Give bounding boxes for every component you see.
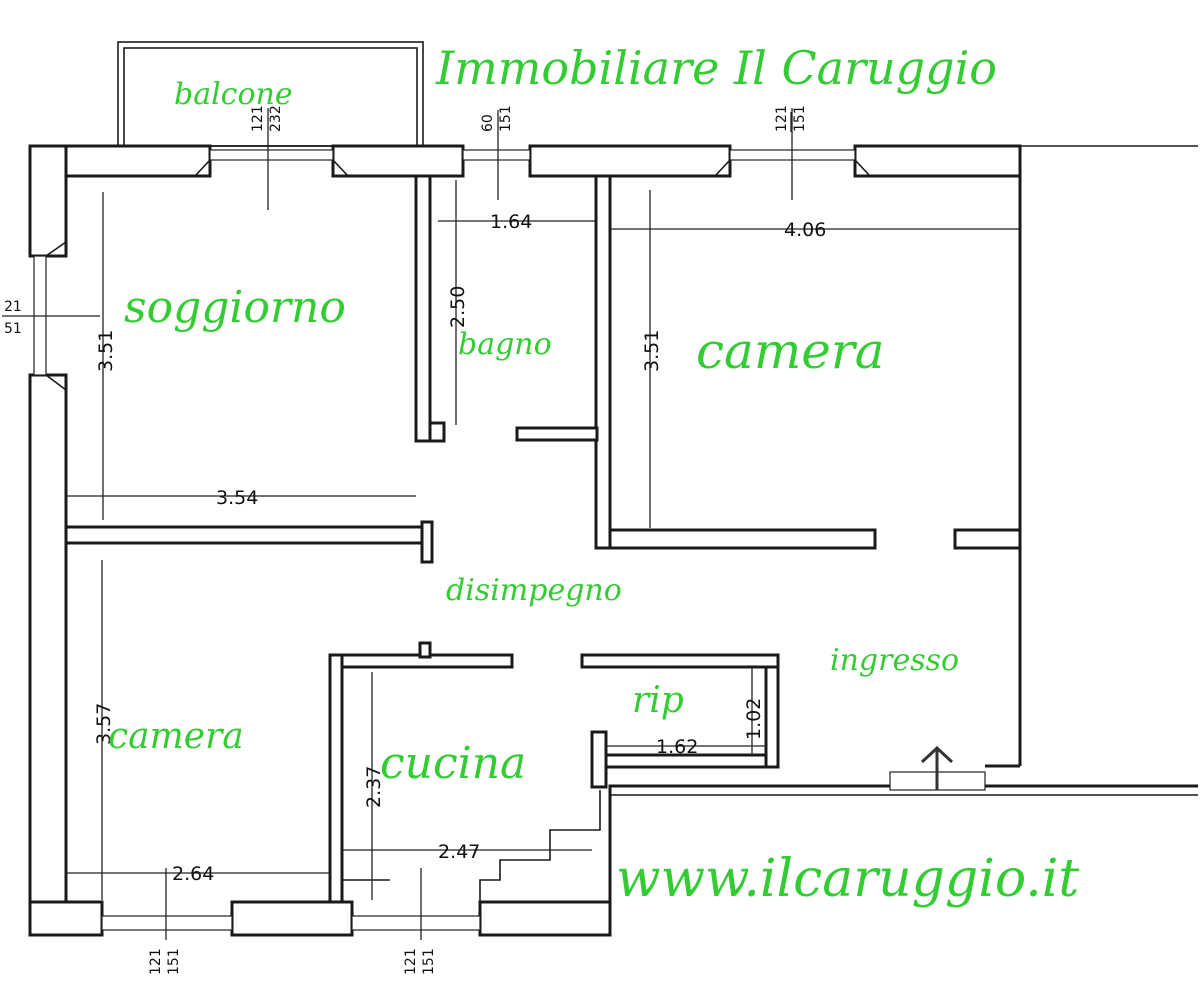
win-bagno-w: 60 xyxy=(480,114,496,132)
room-labels: Immobiliare Il Caruggio balcone soggiorn… xyxy=(108,41,1079,909)
win-side-h: 51 xyxy=(4,321,22,337)
dim-rip-width: 1.62 xyxy=(656,736,698,758)
dim-camera1-height: 3.51 xyxy=(641,330,663,372)
label-soggiorno: soggiorno xyxy=(124,282,346,333)
label-camera-2: camera xyxy=(108,716,244,757)
label-rip: rip xyxy=(632,680,684,721)
dim-bagno-width: 1.64 xyxy=(490,211,532,233)
win-camera1-w: 121 xyxy=(774,105,790,132)
win-side-w: 21 xyxy=(4,299,22,315)
dim-cucina-height: 2.37 xyxy=(363,766,385,808)
win-cucina-h: 151 xyxy=(421,948,437,975)
dim-soggiorno-height: 3.51 xyxy=(95,330,117,372)
entrance-arrow-icon xyxy=(920,745,954,790)
label-bagno: bagno xyxy=(458,327,552,362)
dim-camera2-height: 3.57 xyxy=(93,703,115,745)
label-camera-1: camera xyxy=(696,322,885,380)
win-camera1-h: 151 xyxy=(792,105,808,132)
dim-camera2-width: 2.64 xyxy=(172,863,214,885)
label-ingresso: ingresso xyxy=(830,643,959,678)
dim-cucina-width: 2.47 xyxy=(438,841,480,863)
dim-bagno-height: 2.50 xyxy=(447,286,469,328)
balcony xyxy=(117,41,424,147)
website-url: www.ilcaruggio.it xyxy=(616,849,1079,909)
label-balcone: balcone xyxy=(174,77,293,112)
outer-walls xyxy=(28,144,1198,937)
agency-title: Immobiliare Il Caruggio xyxy=(435,41,997,95)
win-camera2-h: 151 xyxy=(166,948,182,975)
dim-soggiorno-width: 3.54 xyxy=(216,487,258,509)
dim-rip-height: 1.02 xyxy=(743,698,765,740)
win-balcone-h: 232 xyxy=(268,105,284,132)
dimension-lines xyxy=(2,108,1020,940)
win-bagno-h: 151 xyxy=(498,105,514,132)
win-cucina-w: 121 xyxy=(403,948,419,975)
label-cucina: cucina xyxy=(380,738,526,789)
interior-walls xyxy=(64,174,1022,904)
label-disimpegno: disimpegno xyxy=(446,573,622,608)
dimension-labels: 3.54 3.51 1.64 2.50 4.06 3.51 2.64 3.57 … xyxy=(4,105,826,975)
dim-camera1-width: 4.06 xyxy=(784,219,826,241)
win-balcone-w: 121 xyxy=(250,105,266,132)
win-camera2-w: 121 xyxy=(148,948,164,975)
